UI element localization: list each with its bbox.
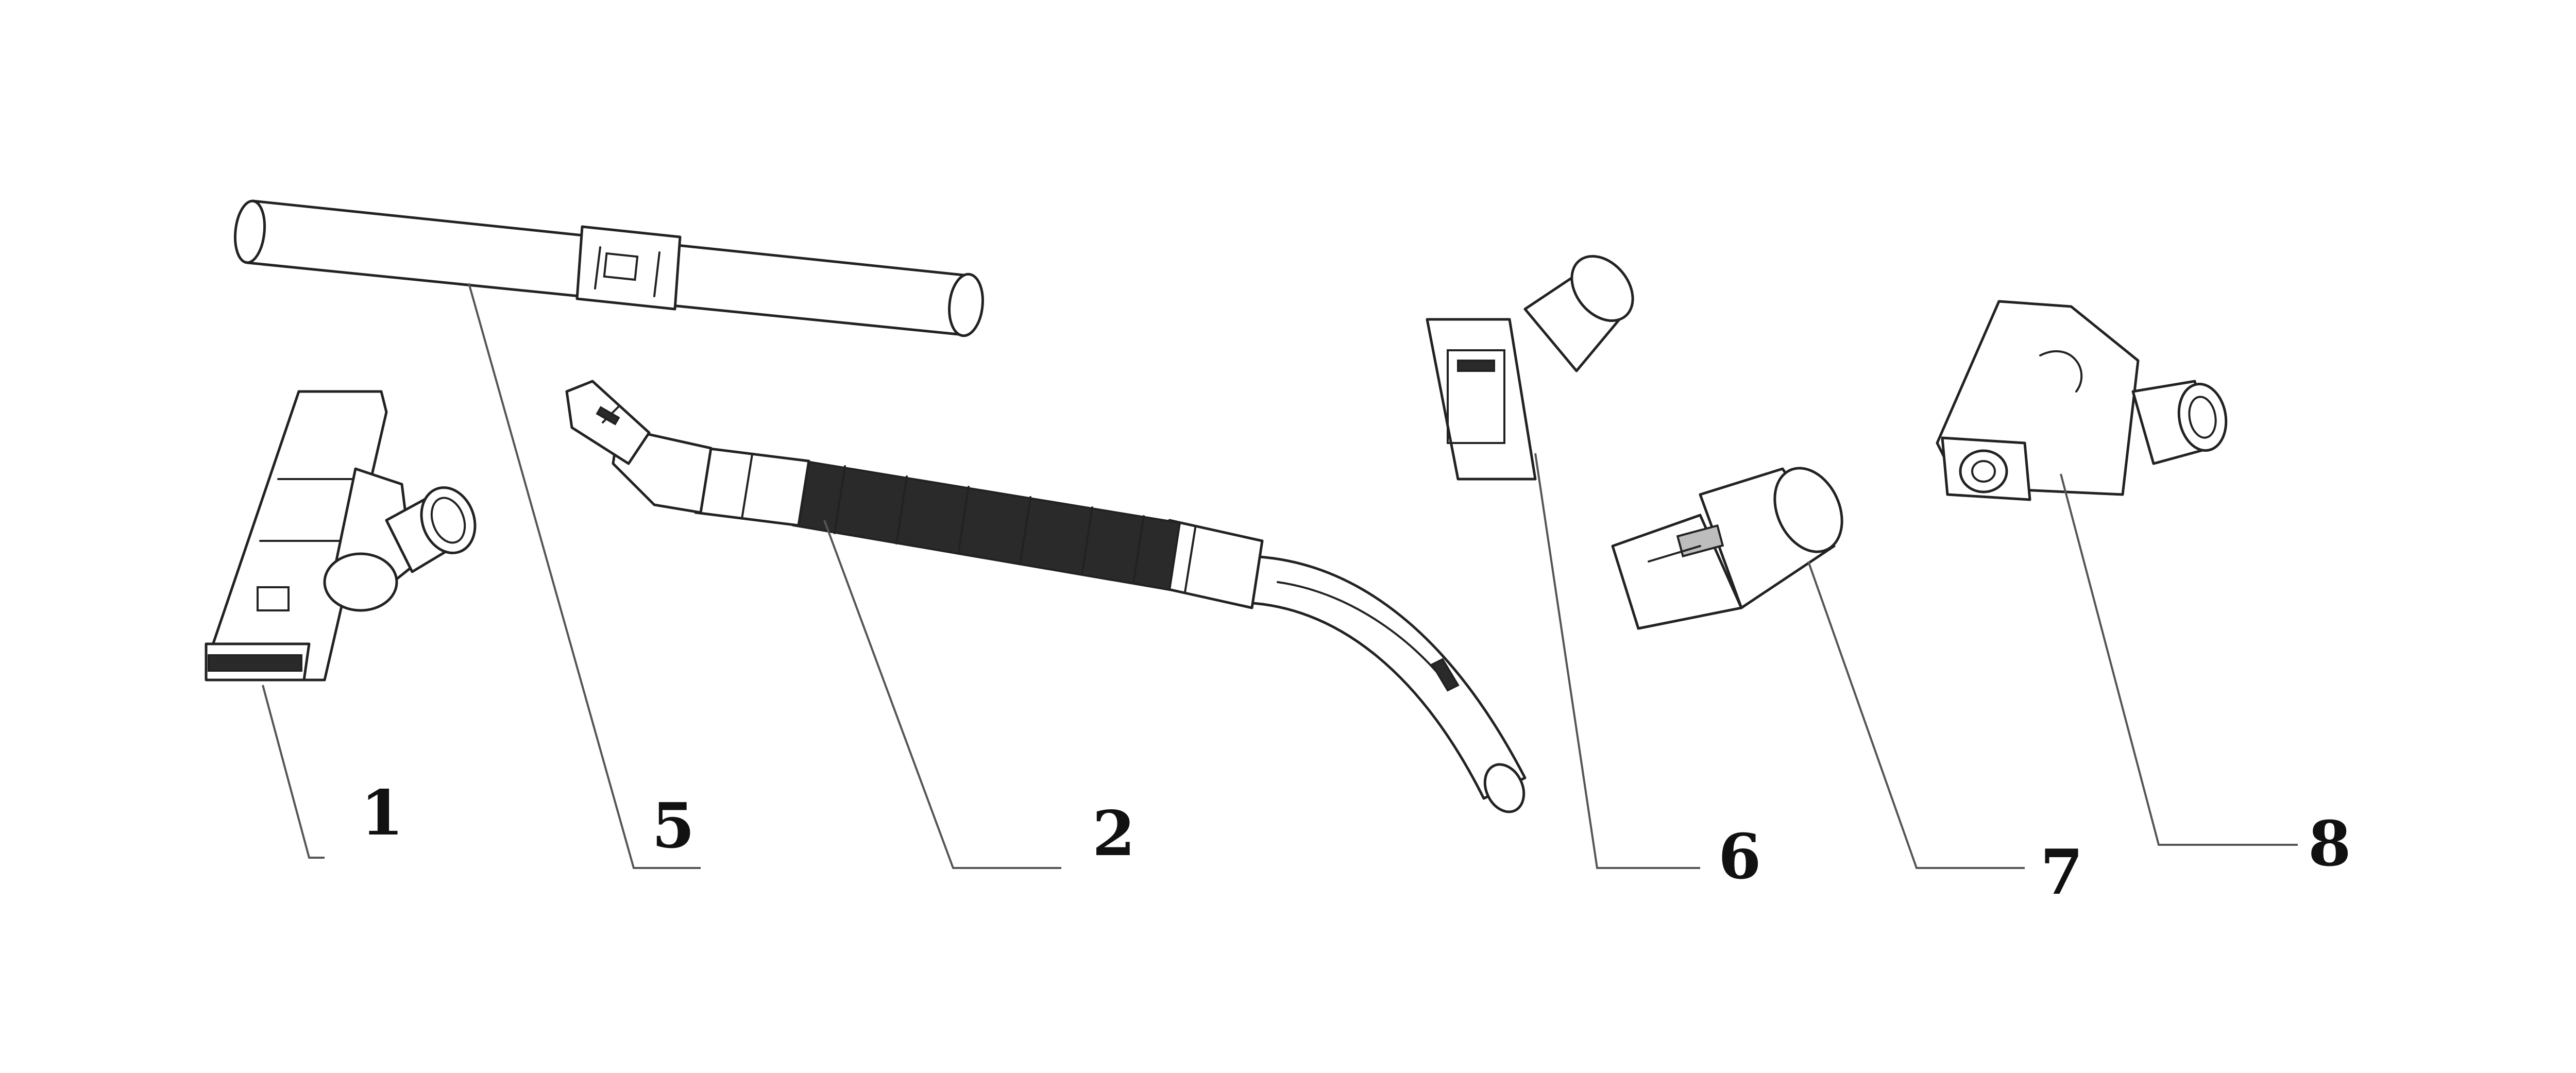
turbo-brush bbox=[1936, 300, 2228, 501]
floor-brush bbox=[205, 390, 477, 682]
leader-line-1 bbox=[262, 685, 325, 859]
leader-line-5 bbox=[468, 283, 701, 869]
callout-2: 2 bbox=[1092, 797, 1136, 870]
callout-1: 1 bbox=[361, 777, 404, 849]
callout-7: 7 bbox=[2040, 836, 2083, 909]
callout-6: 6 bbox=[1718, 821, 1761, 893]
leader-line-2 bbox=[823, 520, 1061, 869]
leader-line-7 bbox=[1807, 561, 2025, 869]
leader-line-6 bbox=[1534, 453, 1700, 869]
crevice-tool bbox=[1611, 467, 1843, 630]
leader-line-8 bbox=[2060, 473, 2298, 846]
callouts: 1 5 2 6 7 8 bbox=[361, 777, 2351, 909]
callout-8: 8 bbox=[2308, 808, 2351, 880]
leader-lines bbox=[262, 283, 2298, 869]
extension-tube bbox=[233, 199, 984, 337]
upholstery-nozzle bbox=[1426, 254, 1634, 481]
flexible-hose bbox=[565, 380, 1527, 813]
callout-5: 5 bbox=[652, 790, 695, 862]
